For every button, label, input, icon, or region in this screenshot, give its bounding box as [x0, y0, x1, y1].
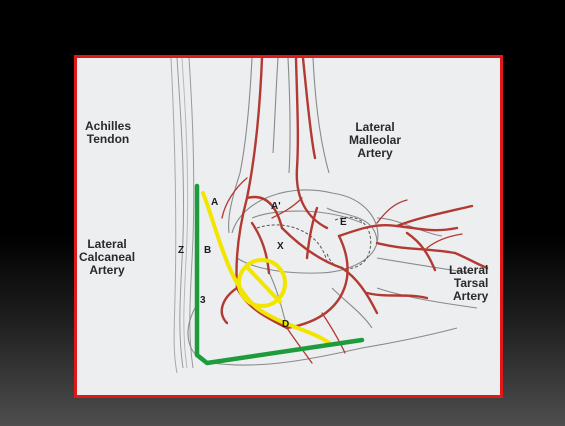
lateral-tarsal-artery-label: Lateral Tarsal Artery — [449, 264, 488, 303]
anatomy-figure: Achilles Tendon Lateral Malleolar Artery… — [74, 55, 503, 398]
marker-b: B — [204, 246, 211, 256]
dashed-outlines — [257, 217, 371, 268]
marker-a: A — [211, 198, 218, 208]
marker-d: D — [282, 320, 289, 330]
marker-e: E — [340, 218, 347, 228]
ankle-illustration — [77, 58, 500, 395]
marker-x: X — [277, 242, 284, 252]
achilles-tendon — [171, 58, 194, 373]
marker-three: 3 — [200, 296, 206, 306]
no-symbol-overlay — [239, 260, 285, 306]
bone-outlines — [188, 58, 477, 365]
achilles-tendon-label: Achilles Tendon — [85, 120, 131, 146]
green-angle-overlay — [197, 186, 362, 363]
marker-z: Z — [178, 246, 184, 256]
marker-a-prime: A' — [271, 202, 281, 212]
lateral-malleolar-artery-label: Lateral Malleolar Artery — [349, 121, 401, 160]
arteries — [222, 58, 487, 328]
lateral-calcaneal-artery-label: Lateral Calcaneal Artery — [79, 238, 135, 277]
